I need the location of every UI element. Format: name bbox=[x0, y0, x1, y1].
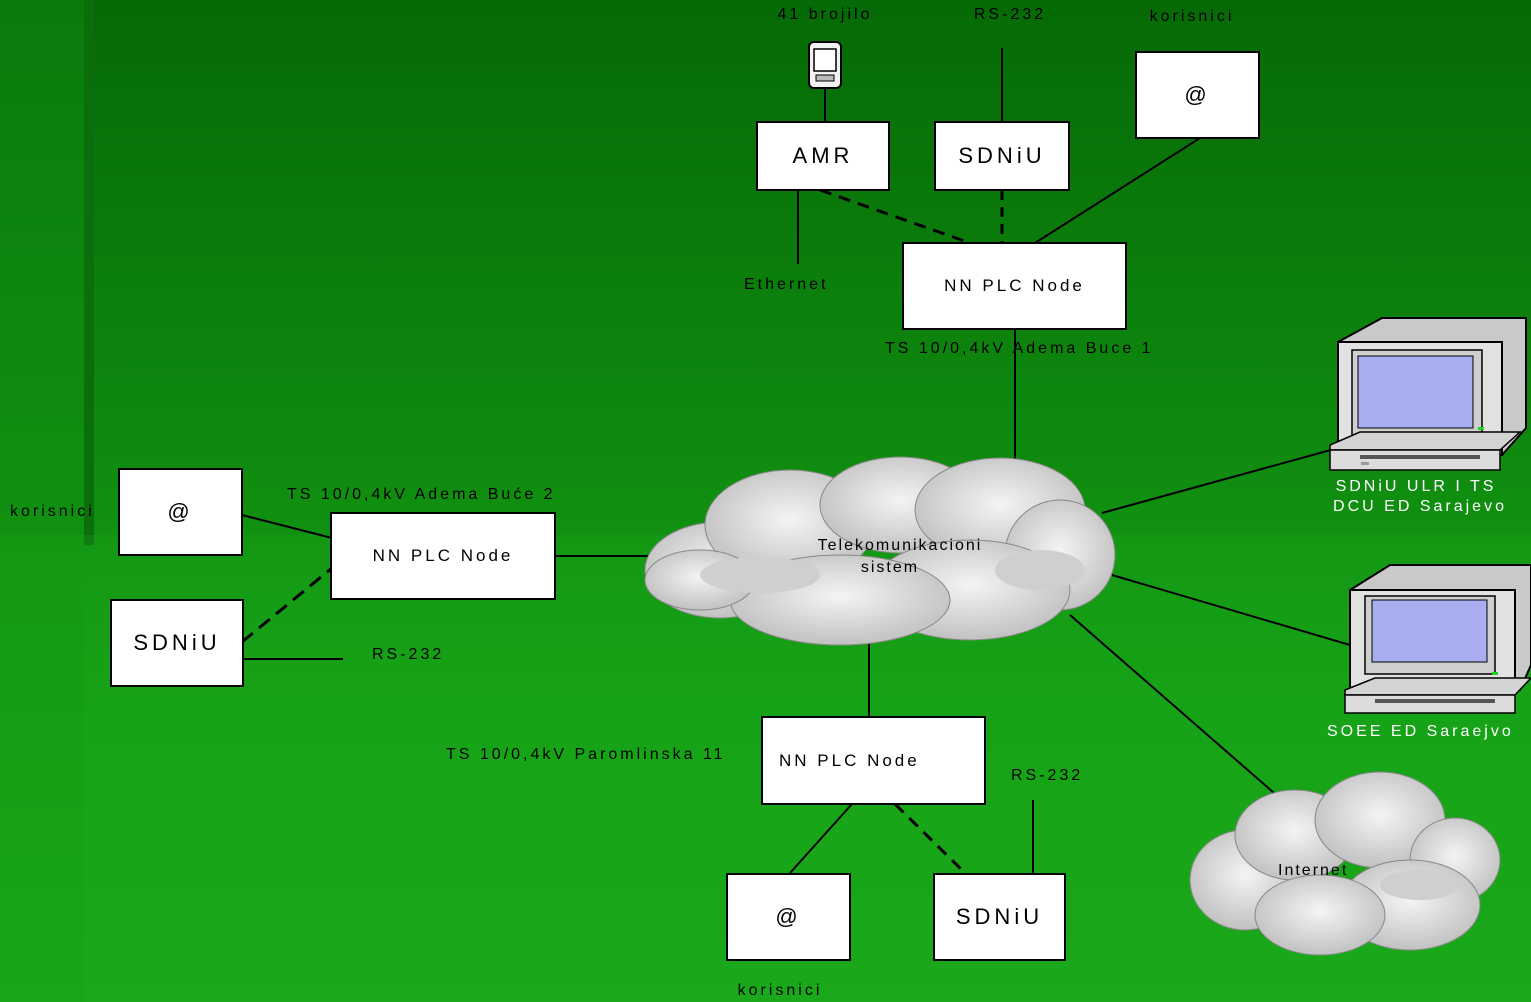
label-ts-bottom: TS 10/0,4kV Paromlinska 11 bbox=[446, 746, 726, 763]
wire-bottom-node-at bbox=[789, 803, 853, 874]
label-brojila: 41 brojilo bbox=[777, 6, 873, 23]
node-at-top[interactable]: @ bbox=[1135, 51, 1260, 139]
label-korisnici-left: korisnici bbox=[10, 503, 95, 520]
telecom-cloud bbox=[644, 456, 1116, 646]
internet-cloud-label: Internet bbox=[1278, 862, 1349, 879]
label-computer1-line1: SDNiU ULR I TS bbox=[1335, 478, 1497, 495]
node-sdniu-top[interactable]: SDNiU bbox=[934, 121, 1070, 191]
label-rs232-bottom: RS-232 bbox=[1011, 767, 1084, 784]
wire-sdniu-left-node-dashed bbox=[241, 566, 333, 644]
wire-amr-node-dashed bbox=[819, 188, 971, 245]
node-nn-plc-left[interactable]: NN PLC Node bbox=[330, 512, 556, 600]
wire-at-left-node bbox=[241, 514, 333, 539]
node-sdniu-bottom[interactable]: SDNiU bbox=[933, 873, 1066, 961]
computer-icon-2 bbox=[1344, 564, 1531, 714]
wire-at-node bbox=[1034, 137, 1201, 244]
node-at-left[interactable]: @ bbox=[118, 468, 243, 556]
wire-cloud-internet bbox=[1069, 614, 1306, 821]
internet-cloud bbox=[1189, 771, 1501, 956]
node-amr[interactable]: AMR bbox=[756, 121, 890, 191]
left-divider-line bbox=[84, 0, 94, 545]
label-korisnici-top: korisnici bbox=[1149, 8, 1235, 25]
node-sdniu-left[interactable]: SDNiU bbox=[110, 599, 244, 687]
wire-bottom-node-sdniu-dashed bbox=[893, 802, 967, 875]
handheld-meter-icon bbox=[808, 41, 842, 89]
label-korisnici-bottom: korisnici bbox=[737, 982, 823, 999]
label-rs232-top: RS-232 bbox=[973, 6, 1047, 23]
node-nn-plc-bottom[interactable]: NN PLC Node bbox=[761, 716, 986, 805]
label-computer2: SOEE ED Saraejvo bbox=[1327, 723, 1514, 740]
label-ethernet: Ethernet bbox=[744, 276, 829, 293]
label-rs232-left: RS-232 bbox=[372, 646, 445, 663]
node-nn-plc-top[interactable]: NN PLC Node bbox=[902, 242, 1127, 330]
wire-cloud-computer2 bbox=[1111, 574, 1351, 646]
telecom-cloud-label: Telekomunikacioni sistem bbox=[790, 535, 1010, 579]
label-computer1-line2: DCU ED Sarajevo bbox=[1333, 498, 1507, 515]
telecom-cloud-label-line2: sistem bbox=[860, 559, 920, 576]
label-ts-left: TS 10/0,4kV Adema Buće 2 bbox=[287, 486, 556, 503]
left-sidebar-bar bbox=[0, 0, 84, 1002]
telecom-cloud-label-line1: Telekomunikacioni bbox=[817, 537, 983, 554]
wire-cloud-computer1 bbox=[1101, 447, 1339, 514]
label-ts-top: TS 10/0,4kV Adema Buce 1 bbox=[885, 340, 1154, 357]
node-at-bottom[interactable]: @ bbox=[726, 873, 851, 961]
computer-icon-1 bbox=[1329, 317, 1527, 471]
